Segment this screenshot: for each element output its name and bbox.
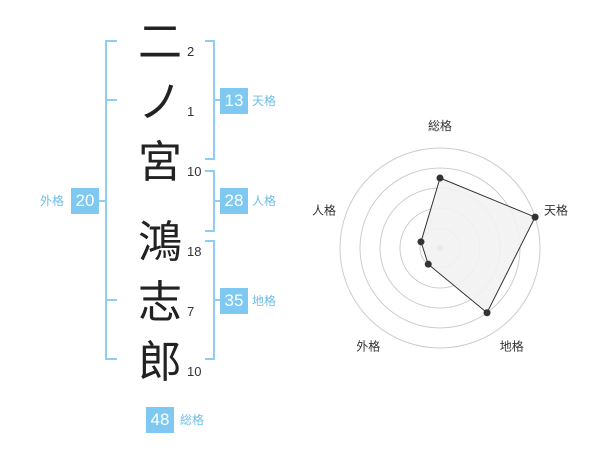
name-char-5: 志 xyxy=(138,277,182,328)
chikaku-label: 地格 xyxy=(252,294,277,308)
gaikaku-label: 外格 xyxy=(40,194,65,208)
radar-shape xyxy=(420,177,536,314)
soukaku-badge: 48 xyxy=(146,407,174,433)
gaikaku-mid-tick-lower xyxy=(105,299,117,301)
jinkaku-label: 人格 xyxy=(252,194,277,208)
stroke-count-4: 18 xyxy=(187,244,202,259)
name-char-6: 郎 xyxy=(138,337,182,388)
radar-axis-label: 総格 xyxy=(428,118,452,133)
gaikaku-tick xyxy=(99,200,107,202)
radar-point xyxy=(424,260,432,268)
chikaku-badge: 35 xyxy=(220,288,248,314)
radar-axis-label: 人格 xyxy=(312,202,336,217)
soukaku-label: 総格 xyxy=(180,413,205,427)
tenkaku-badge: 13 xyxy=(220,88,248,114)
gaikaku-badge: 20 xyxy=(71,188,99,214)
chikaku-tick xyxy=(213,299,221,301)
name-char-4: 鴻 xyxy=(138,217,182,268)
radar-point xyxy=(417,238,425,246)
stroke-count-1: 2 xyxy=(187,44,195,59)
radar-axis-label: 地格 xyxy=(500,339,524,354)
name-char-1: 二 xyxy=(138,17,182,68)
jinkaku-tick xyxy=(213,200,221,202)
stroke-count-6: 10 xyxy=(187,364,202,379)
stroke-count-3: 10 xyxy=(187,164,202,179)
tenkaku-tick xyxy=(213,99,221,101)
stroke-count-5: 7 xyxy=(187,304,195,319)
name-char-2: ノ xyxy=(138,77,182,128)
radar-axis-label: 外格 xyxy=(356,339,380,354)
radar-point xyxy=(531,213,539,221)
tenkaku-label: 天格 xyxy=(252,94,277,108)
radar-point xyxy=(483,309,491,317)
radar-point xyxy=(436,174,444,182)
gaikaku-mid-tick-upper xyxy=(105,99,117,101)
radar-axis-label: 天格 xyxy=(544,202,568,217)
jinkaku-badge: 28 xyxy=(220,188,248,214)
name-char-3: 宮 xyxy=(138,137,182,188)
stroke-count-2: 1 xyxy=(187,104,195,119)
radar-grid-ring xyxy=(339,147,541,349)
